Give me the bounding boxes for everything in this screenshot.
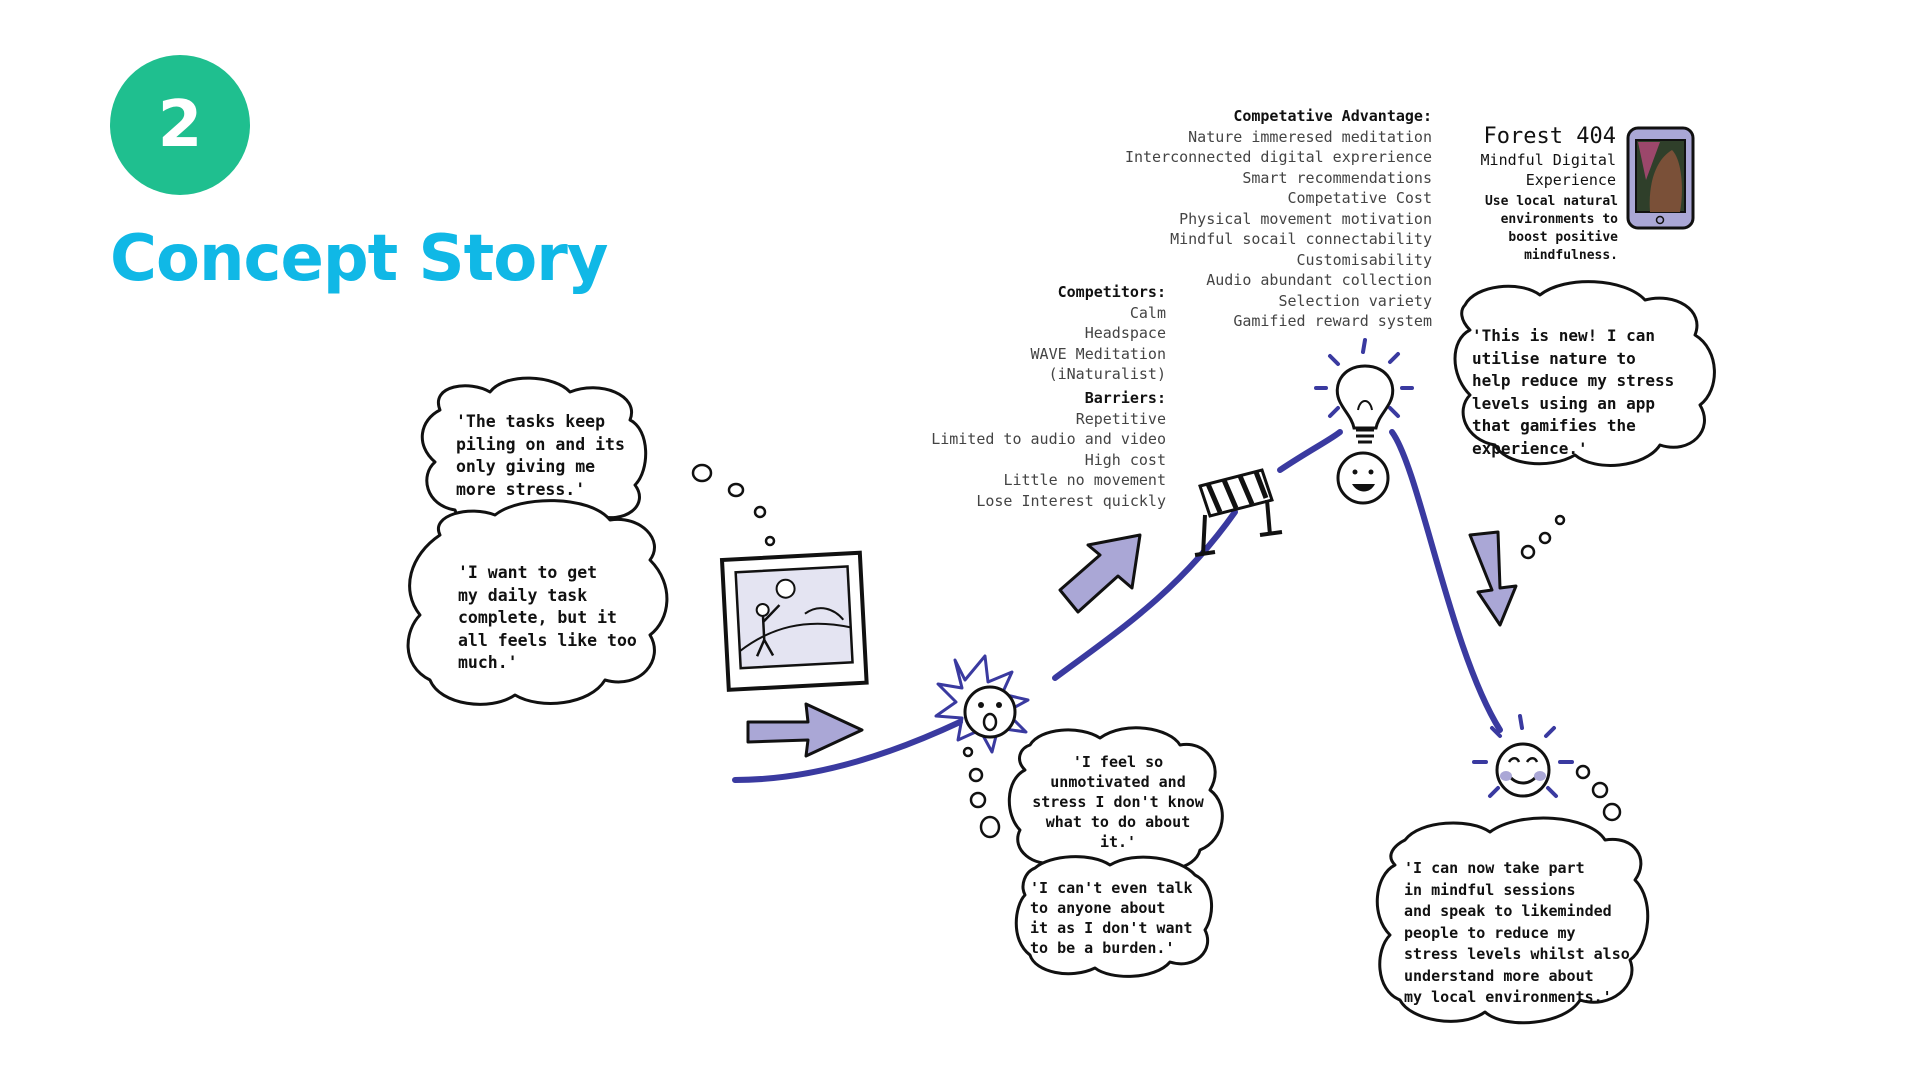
page-title: Concept Story (110, 222, 608, 296)
thought-dot (1602, 802, 1622, 822)
step-number-badge: 2 (110, 55, 250, 195)
competitive-advantage-list: Competative Advantage: Nature immeresed … (1080, 106, 1432, 332)
competitors-list: Competitors: Calm Headspace WAVE Meditat… (860, 282, 1166, 385)
barrier-item: Lose Interest quickly (976, 491, 1166, 510)
competitor-item: WAVE Meditation (1030, 344, 1166, 363)
thought-cloud (420, 376, 648, 533)
thought-cloud (1453, 280, 1716, 467)
advantage-item: Physical movement motivation (1179, 209, 1432, 228)
competitors-heading: Competitors: (1057, 283, 1166, 301)
journey-line (1052, 509, 1238, 681)
thought-cloud (406, 499, 669, 706)
barriers-heading: Barriers: (1084, 389, 1166, 407)
thought-cloud (1375, 816, 1650, 1025)
thought-dot (1554, 514, 1566, 526)
advantage-item: Mindful socail connectability (1170, 230, 1432, 248)
advantage-item: Nature immeresed meditation (1188, 127, 1432, 146)
thought-dot (727, 482, 745, 498)
barriers-list: Barriers: Repetitive Limited to audio an… (860, 388, 1166, 511)
thought-bubble-mindful: 'I can now take part in mindful sessions… (1404, 859, 1630, 1006)
advantage-item: Audio abundant collection (1206, 271, 1432, 289)
phone-icon (1626, 126, 1695, 230)
thought-dot (969, 791, 987, 809)
right-arrow-icon (746, 702, 864, 758)
thought-dot (764, 535, 776, 547)
competitor-item: (iNaturalist) (1048, 365, 1166, 383)
competitor-item: Headspace (1084, 324, 1166, 342)
journey-line (732, 719, 963, 783)
down-arrow-icon (1468, 530, 1518, 627)
happy-face-icon (1336, 451, 1390, 505)
barrier-item: Limited to audio and video (931, 430, 1166, 448)
product-subtitle: Mindful Digital Experience (1480, 151, 1616, 189)
thought-cloud (1007, 726, 1224, 878)
photo-sketch-icon (719, 550, 869, 692)
advantage-item: Gamified reward system (1233, 312, 1432, 330)
shocked-face-icon (934, 654, 1030, 754)
barrier-item: Little no movement (1003, 471, 1166, 489)
thought-dot (1591, 781, 1609, 799)
smiling-face-icon (1472, 714, 1574, 798)
advantage-item: Competative Cost (1287, 189, 1433, 207)
thought-bubble-daily: 'I want to get my daily task complete, b… (458, 563, 637, 672)
thought-cloud (1014, 855, 1214, 978)
advantage-item: Selection variety (1278, 291, 1432, 310)
barrier-item: Repetitive (1075, 409, 1166, 428)
barrier-item: High cost (1084, 450, 1166, 469)
thought-bubble-talk: 'I can't even talk to anyone about it as… (1030, 879, 1193, 957)
thought-dot (979, 815, 1001, 839)
thought-dot (753, 505, 767, 519)
hurdle-barrier-icon (1194, 468, 1283, 557)
product-name: Forest 404 (1483, 124, 1616, 149)
thought-bubble-tasks: 'The tasks keep piling on and its only g… (456, 412, 625, 499)
thought-bubble-unmotivated: 'I feel so unmotivated and stress I don'… (1032, 753, 1204, 851)
up-right-arrow-icon (1058, 533, 1142, 614)
thought-dot (1575, 764, 1591, 780)
advantage-item: Customisability (1296, 250, 1432, 269)
advantage-item: Interconnected digital exprerience (1124, 148, 1432, 166)
thought-bubble-new: 'This is new! I can utilise nature to he… (1472, 326, 1675, 458)
thought-dot (1520, 544, 1536, 560)
competitive-advantage-heading: Competative Advantage: (1233, 107, 1432, 125)
product-description: Use local natural environments to boost … (1484, 194, 1618, 263)
thought-dot (691, 463, 713, 483)
thought-dot (962, 746, 974, 758)
advantage-item: Smart recommendations (1242, 168, 1432, 187)
journey-line (1277, 429, 1343, 473)
thought-dot (968, 767, 984, 783)
competitor-item: Calm (1129, 303, 1166, 322)
thought-dot (1538, 531, 1552, 545)
lightbulb-icon (1314, 338, 1414, 444)
journey-line (1389, 429, 1503, 733)
